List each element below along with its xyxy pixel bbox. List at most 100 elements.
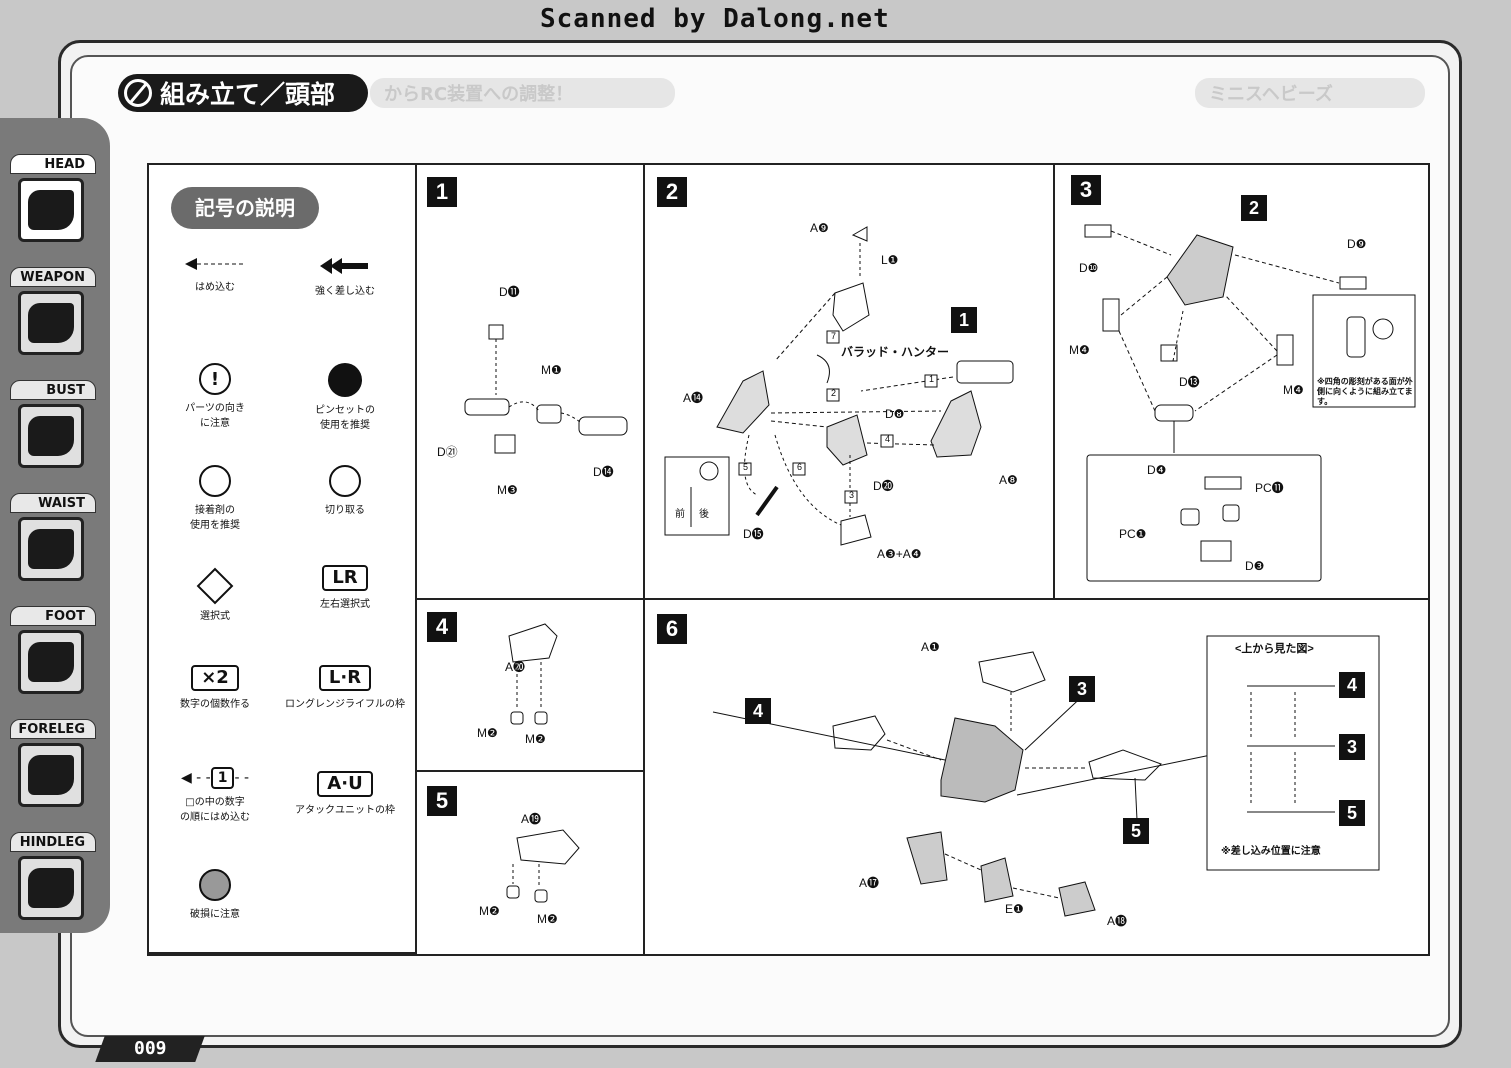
step-5-diagram [506, 829, 580, 903]
legend-item-breakage: 破損に注意 [155, 869, 275, 920]
tab-bust[interactable]: BUST [10, 380, 98, 480]
step-2-label-7: A❸+A❹ [877, 547, 922, 561]
caution-icon: ! [199, 363, 231, 395]
step-5-label-2: M❷ [537, 912, 558, 926]
tab-head[interactable]: HEAD [10, 154, 98, 254]
foreleg-icon [18, 743, 84, 807]
lr-select-icon: LR [322, 565, 368, 591]
hindleg-icon [18, 856, 84, 920]
legend-text-tweezers: ピンセットの 使用を推奨 [315, 405, 375, 431]
orient-back: 後 [699, 509, 709, 520]
step-1-label-3: D⓮ [593, 465, 614, 479]
orient-front: 前 [675, 509, 685, 520]
select-icon [196, 567, 234, 605]
topview-badge-3: 3 [1339, 734, 1365, 760]
au-frame-icon: A·U [317, 771, 373, 797]
legend-text-glue: 接着剤の 使用を推奨 [190, 505, 240, 531]
tab-foot[interactable]: FOOT [10, 606, 98, 706]
tweezers-icon [328, 363, 362, 397]
pilot-label: バラッド・ハンター [841, 345, 950, 359]
step-1-panel: 1 D⓫ M❶ D㉑ D⓮ M❸ [417, 165, 645, 600]
step-6-label-0: A❶ [921, 640, 940, 654]
step-3-label-4: M❹ [1283, 383, 1304, 397]
legend-item-press: 強く差し込む [285, 257, 405, 297]
step-6-label-1: A⓱ [859, 876, 880, 890]
head-icon [18, 178, 84, 242]
lr-frame-icon: L·R [318, 665, 372, 691]
step-1-diagram [464, 324, 628, 454]
step-3-diagram [1084, 224, 1416, 582]
tab-hindleg-label: HINDLEG [10, 832, 96, 852]
legend-text-select: 選択式 [200, 611, 230, 622]
step-2-label-1: L❶ [881, 253, 899, 267]
ghost-bar-1: からRC装置への調整！ [370, 78, 675, 108]
step-2-label-6: D⓯ [743, 527, 764, 541]
tab-weapon-label: WEAPON [10, 267, 96, 287]
step-3-label-0: D❾ [1347, 237, 1367, 251]
side-tab-rail: HEAD WEAPON BUST WAIST FOOT FORELEG HIND… [0, 118, 110, 933]
step-2-diagram [664, 226, 1014, 546]
step-6-badge-5: 5 [1123, 818, 1149, 844]
step-2-order-0: 7 [831, 331, 837, 341]
legend-item-select: 選択式 [155, 567, 275, 622]
legend-text-cut: 切り取る [325, 505, 365, 516]
step-2-label-3: D❽ [885, 407, 905, 421]
foot-icon [18, 630, 84, 694]
legend-text-au-frame: アタックユニットの枠 [295, 805, 395, 816]
step-1-label-0: D⓫ [499, 285, 520, 299]
topview-title: <上から見た図> [1235, 643, 1314, 655]
step-3-label-3: D⓭ [1179, 375, 1200, 389]
ghost-bar-2: ミニスヘビーズ [1195, 78, 1425, 108]
tab-waist[interactable]: WAIST [10, 493, 98, 593]
tab-weapon[interactable]: WEAPON [10, 267, 98, 367]
page-number: 009 [95, 1036, 205, 1062]
step-3-label-5: D❹ [1147, 463, 1167, 477]
legend-text-lr-frame: ロングレンジライフルの枠 [285, 699, 405, 710]
step-5-number: 5 [427, 786, 457, 816]
legend-text-orientation: パーツの向き に注意 [185, 403, 245, 429]
legend-text-insert: はめ込む [195, 282, 235, 293]
step-3-label-1: D❿ [1079, 261, 1099, 275]
step-4-label-2: M❷ [525, 732, 546, 746]
step-6-badge-3: 3 [1069, 676, 1095, 702]
step-4-panel: 4 A⓴ M❷ M❷ [417, 600, 645, 772]
weapon-icon [18, 291, 84, 355]
legend-item-orientation: ! パーツの向き に注意 [155, 363, 275, 429]
step-2-order-3: 4 [885, 434, 891, 444]
step-2-label-5: D⓴ [873, 479, 894, 493]
legend-item-tweezers: ピンセットの 使用を推奨 [285, 363, 405, 431]
step-5-label-0: A⓳ [521, 812, 542, 826]
tab-waist-label: WAIST [10, 493, 96, 513]
step-5-panel: 5 A⓳ M❷ M❷ [417, 772, 645, 954]
topview-note: ※差し込み位置に注意 [1221, 846, 1321, 857]
breakage-icon [199, 869, 231, 901]
bust-icon [18, 404, 84, 468]
step-1-number: 1 [427, 177, 457, 207]
glue-icon [199, 465, 231, 497]
section-icon [124, 79, 152, 107]
step-1-label-4: M❸ [497, 483, 518, 497]
step-3-ref-badge: 2 [1241, 195, 1267, 221]
step-3-number: 3 [1071, 175, 1101, 205]
legend-item-cut: 切り取る [285, 465, 405, 516]
page-number-text: 009 [133, 1038, 167, 1059]
legend-item-insert: はめ込む [155, 257, 275, 293]
tab-foreleg[interactable]: FORELEG [10, 719, 98, 819]
tab-head-label: HEAD [10, 154, 96, 174]
legend-item-glue: 接着剤の 使用を推奨 [155, 465, 275, 531]
step-2-order-2: 2 [831, 388, 837, 398]
step-4-diagram [508, 623, 558, 725]
topview-badge-4: 4 [1339, 672, 1365, 698]
step-3-label-7: PC❶ [1119, 527, 1147, 541]
waist-icon [18, 517, 84, 581]
arrow-dashed-icon [185, 258, 243, 270]
cut-icon [329, 465, 361, 497]
count-icon: ×2 [191, 665, 239, 691]
step-2-ref-badge: 1 [951, 307, 977, 333]
tab-hindleg[interactable]: HINDLEG [10, 832, 98, 932]
legend-item-count: ×2 数字の個数作る [155, 665, 275, 710]
step-1-label-1: M❶ [541, 363, 562, 377]
step-6-badge-4: 4 [745, 698, 771, 724]
step-2-label-4: A❽ [999, 473, 1018, 487]
step-6-label-2: E❶ [1005, 902, 1024, 916]
